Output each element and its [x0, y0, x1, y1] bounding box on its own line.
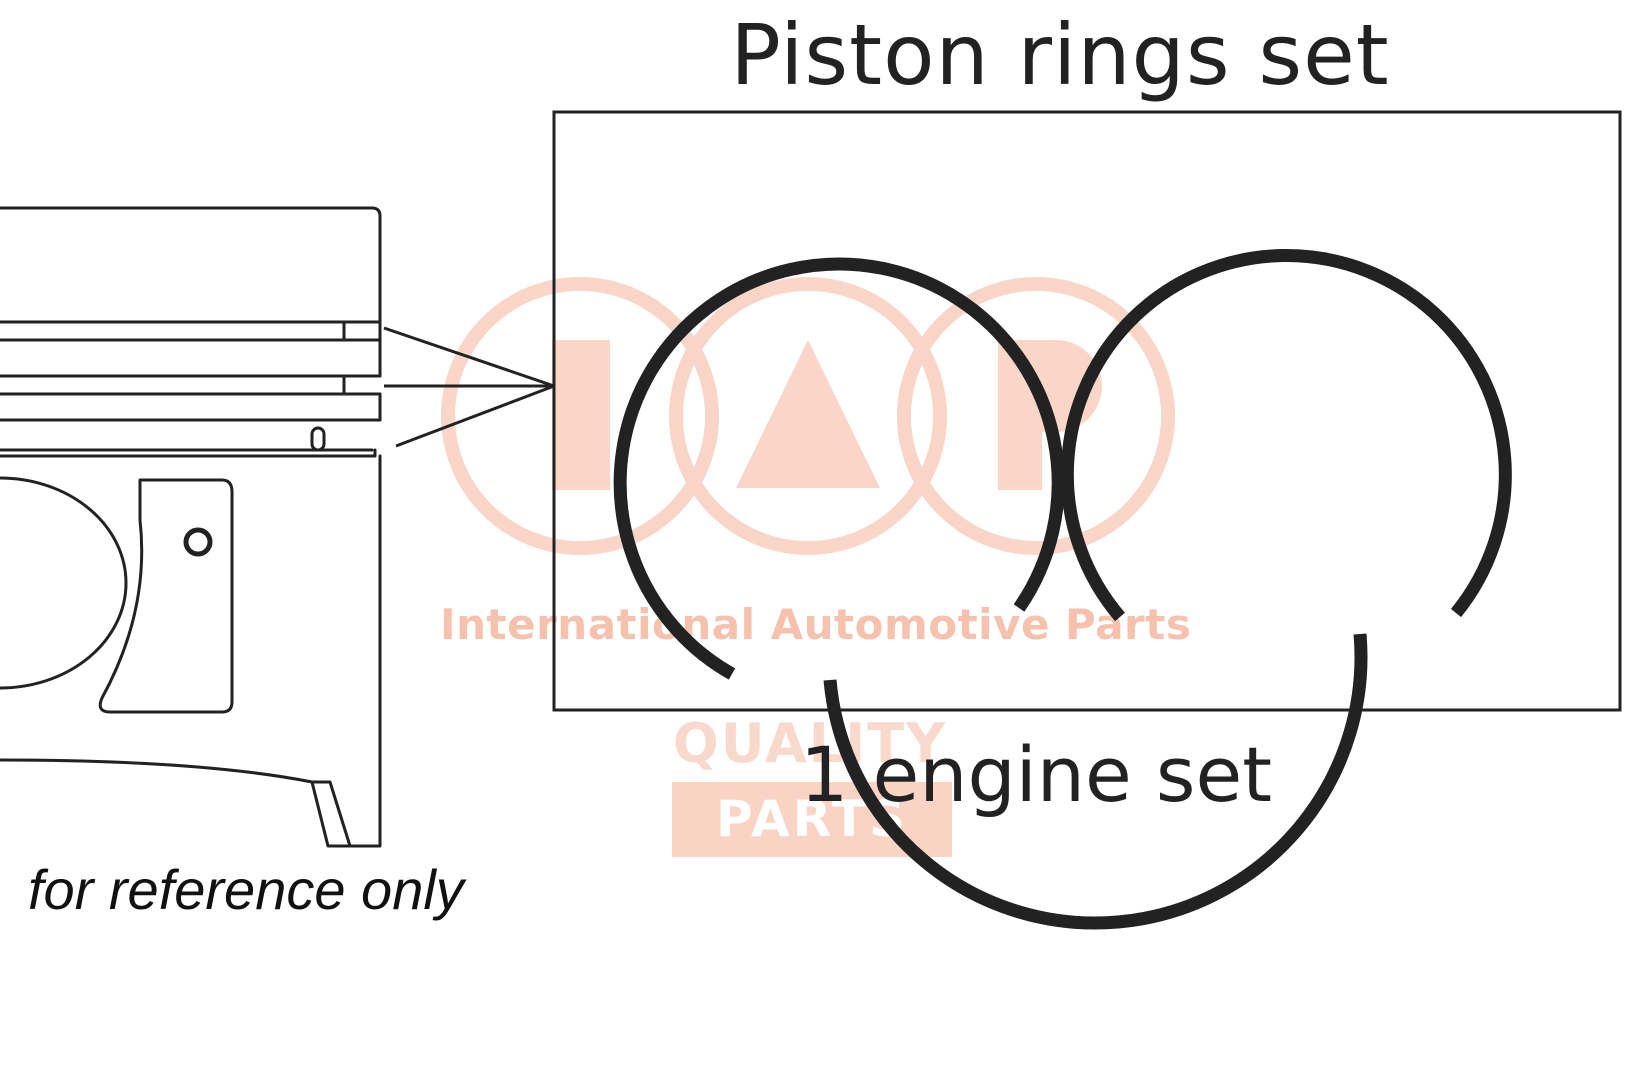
piston-skirt-outline — [0, 454, 382, 848]
oil-ring-slot — [310, 426, 326, 452]
piston-groove-1 — [0, 320, 382, 342]
watermark-company-name: International Automotive Parts — [440, 600, 1192, 649]
watermark-letter-a — [736, 340, 880, 488]
watermark-circle-a — [669, 277, 947, 555]
watermark-circle-i — [441, 277, 719, 555]
set-quantity-label: 1 engine set — [800, 730, 1273, 819]
piston-ring-2 — [823, 633, 1368, 930]
piston-ring-3 — [1060, 249, 1512, 622]
piston-pin-hole — [183, 527, 213, 557]
piston-land-2 — [342, 338, 382, 378]
piston-skirt-top — [0, 448, 377, 458]
piston-groove-3 — [0, 418, 382, 452]
piston-skirt-inner — [310, 780, 352, 848]
piston-pin-bore — [0, 476, 128, 690]
watermark-quality-text: QUALITY — [672, 712, 948, 775]
reference-note: for reference only — [28, 858, 464, 921]
piston-ring-1 — [613, 257, 1065, 680]
watermark-circle-p — [897, 277, 1175, 555]
ring-box — [552, 110, 1622, 712]
piston-crown-outline — [0, 206, 382, 342]
leader-line-bottom — [395, 384, 555, 448]
piston-pin-boss — [98, 478, 234, 714]
diagram-title: Piston rings set — [730, 6, 1390, 104]
piston-groove-2 — [0, 374, 382, 396]
watermark-letter-i — [552, 340, 610, 490]
leader-line-top — [383, 326, 555, 388]
